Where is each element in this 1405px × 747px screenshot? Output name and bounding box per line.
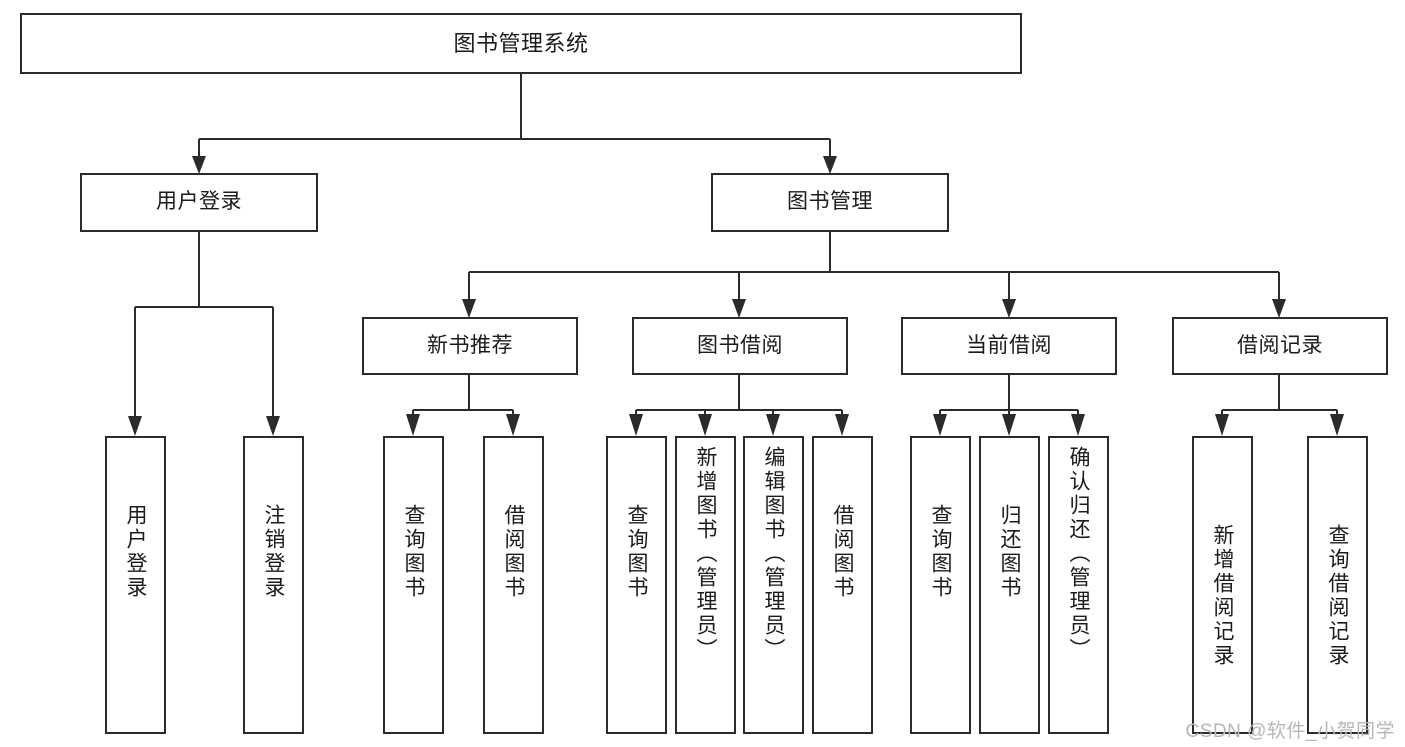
node-label: 新增借阅记录 — [1211, 524, 1234, 668]
node-label: 查询图书 — [929, 504, 952, 600]
arrowhead-currentborrow-leaf1 — [933, 414, 947, 436]
arrowhead-bookborrow-leaf3 — [766, 414, 780, 436]
node-label: 归还图书 — [998, 504, 1021, 600]
arrowhead-userlogin-leaf2 — [266, 416, 280, 436]
arrowhead-bookborrow-leaf4 — [835, 414, 849, 436]
leaf-current-borrow-confirm-return-admin[interactable]: 确认归还（管理员） — [1048, 436, 1109, 734]
arrowhead-currentborrow — [1002, 299, 1016, 318]
arrowhead-newbook — [462, 299, 476, 318]
node-label: 图书借阅 — [697, 333, 783, 357]
node-label: 新书推荐 — [427, 333, 513, 357]
leaf-current-borrow-return-book[interactable]: 归还图书 — [979, 436, 1040, 734]
node-current-borrow[interactable]: 当前借阅 — [901, 317, 1117, 375]
node-label: 图书管理系统 — [453, 30, 589, 56]
node-label: 查询图书 — [402, 504, 425, 600]
node-label: 借阅图书 — [831, 504, 854, 600]
node-new-book-recommend[interactable]: 新书推荐 — [362, 317, 578, 375]
node-user-login[interactable]: 用户登录 — [80, 173, 318, 232]
node-label: 注销登录 — [262, 504, 285, 600]
leaf-borrow-record-add-record[interactable]: 新增借阅记录 — [1192, 436, 1253, 734]
leaf-book-borrow-borrow-book[interactable]: 借阅图书 — [812, 436, 873, 734]
leaf-book-borrow-query-book[interactable]: 查询图书 — [606, 436, 667, 734]
arrowhead-currentborrow-leaf2 — [1002, 414, 1016, 436]
node-book-management[interactable]: 图书管理 — [711, 173, 949, 232]
arrowhead-userlogin-leaf1 — [128, 416, 142, 436]
arrowhead-borrowrecord — [1272, 299, 1286, 318]
watermark-text: CSDN @软件_小贺同学 — [1185, 721, 1395, 742]
leaf-user-login-sign-in[interactable]: 用户登录 — [105, 436, 166, 734]
node-label: 借阅记录 — [1237, 333, 1323, 357]
arrowhead-currentborrow-leaf3 — [1071, 414, 1085, 436]
node-label: 图书管理 — [787, 190, 873, 214]
arrowhead-borrowrecord-leaf2 — [1330, 414, 1344, 436]
node-label: 确认归还（管理员） — [1067, 446, 1090, 662]
leaf-book-borrow-edit-book-admin[interactable]: 编辑图书（管理员） — [743, 436, 804, 734]
leaf-new-book-borrow-book[interactable]: 借阅图书 — [483, 436, 544, 734]
leaf-current-borrow-query-book[interactable]: 查询图书 — [910, 436, 971, 734]
node-label: 用户登录 — [124, 504, 147, 600]
arrowhead-bookborrow-leaf2 — [698, 414, 712, 436]
node-label: 查询图书 — [625, 504, 648, 600]
leaf-new-book-query-book[interactable]: 查询图书 — [383, 436, 444, 734]
node-borrow-record[interactable]: 借阅记录 — [1172, 317, 1388, 375]
arrowhead-book-manage — [823, 156, 837, 174]
arrowhead-bookborrow-leaf1 — [629, 414, 643, 436]
leaf-book-borrow-add-book-admin[interactable]: 新增图书（管理员） — [675, 436, 736, 734]
leaf-user-login-sign-out[interactable]: 注销登录 — [243, 436, 304, 734]
arrowhead-newbook-leaf2 — [506, 414, 520, 436]
node-label: 查询借阅记录 — [1326, 524, 1349, 668]
arrowhead-newbook-leaf1 — [406, 414, 420, 436]
node-label: 当前借阅 — [966, 333, 1052, 357]
node-book-borrow[interactable]: 图书借阅 — [632, 317, 848, 375]
node-root-book-management-system[interactable]: 图书管理系统 — [20, 13, 1022, 74]
node-label: 借阅图书 — [502, 504, 525, 600]
node-label: 用户登录 — [156, 190, 242, 214]
leaf-borrow-record-query-record[interactable]: 查询借阅记录 — [1307, 436, 1368, 734]
node-label: 编辑图书（管理员） — [762, 446, 785, 662]
node-label: 新增图书（管理员） — [694, 446, 717, 662]
arrowhead-user-login — [192, 156, 206, 174]
arrowhead-bookborrow — [732, 299, 746, 318]
arrowhead-borrowrecord-leaf1 — [1215, 414, 1229, 436]
